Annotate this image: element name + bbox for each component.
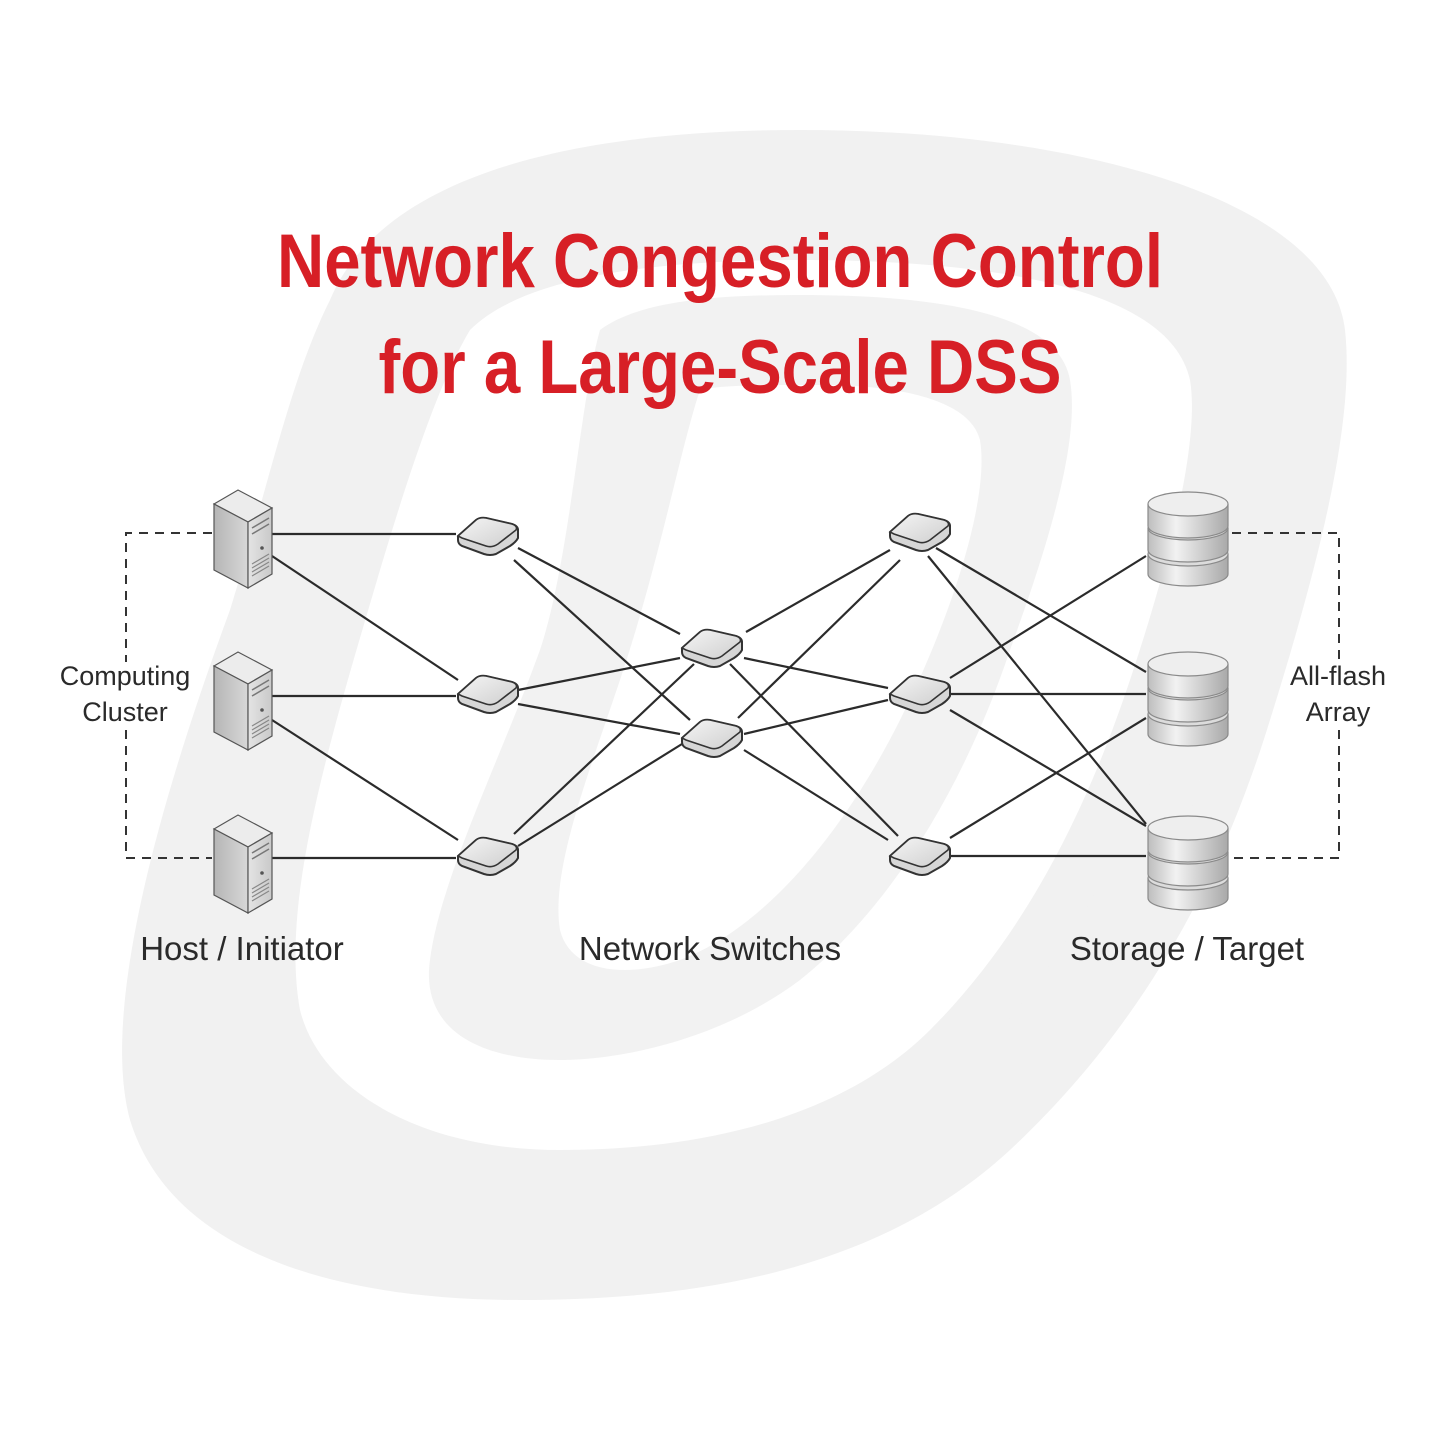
- network-switch-icon: [889, 836, 951, 876]
- server-tower-icon: [213, 814, 273, 914]
- storage-arrays: [1147, 491, 1229, 911]
- network-switch-icon: [681, 718, 743, 758]
- network-switch-icon: [681, 628, 743, 668]
- database-stack-icon: [1147, 815, 1229, 911]
- server-tower-icon: [213, 489, 273, 589]
- page-title-line-1: Network Congestion Control: [277, 219, 1163, 304]
- database-stack-icon: [1147, 491, 1229, 587]
- network-switch-icon: [889, 674, 951, 714]
- host-initiator-label: Host / Initiator: [140, 930, 344, 967]
- network-switches-label: Network Switches: [578, 930, 842, 967]
- network-switches: [457, 512, 951, 876]
- network-switch-icon: [457, 836, 519, 876]
- computing-cluster-label-line-1: Computing: [59, 661, 191, 691]
- all-flash-array-label-line-2: Array: [1305, 697, 1371, 727]
- network-switch-icon: [457, 674, 519, 714]
- all-flash-array-label: All-flash Array: [1238, 658, 1438, 730]
- database-stack-icon: [1147, 651, 1229, 747]
- all-flash-array-label-line-1: All-flash: [1289, 661, 1387, 691]
- all-flash-array-bracket: [1232, 532, 1340, 859]
- computing-cluster-bracket: [125, 532, 212, 859]
- computing-cluster-label: Computing Cluster: [25, 658, 225, 730]
- network-links: [271, 532, 1147, 860]
- computing-cluster-label-line-2: Cluster: [82, 697, 168, 727]
- network-switch-icon: [457, 516, 519, 556]
- storage-target-label: Storage / Target: [1069, 930, 1305, 967]
- page-title-line-2: for a Large-Scale DSS: [378, 325, 1062, 410]
- network-switch-icon: [889, 512, 951, 552]
